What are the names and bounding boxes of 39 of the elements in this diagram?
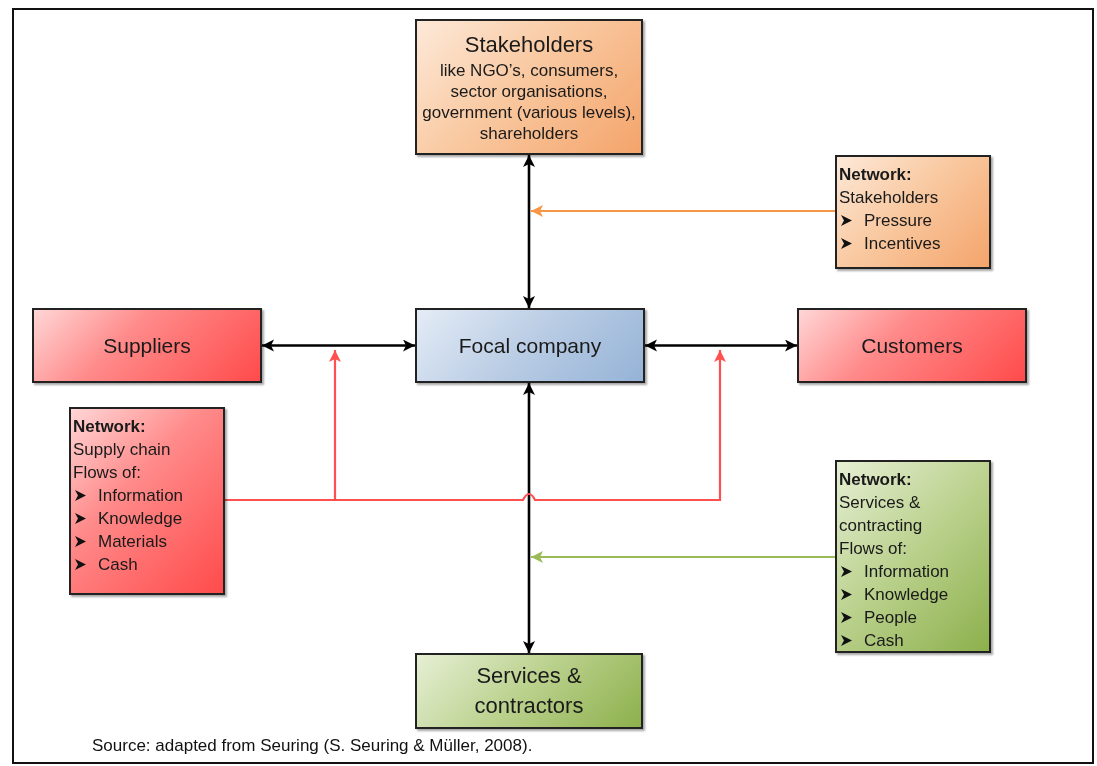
network-heading: Network:	[839, 469, 913, 491]
actor-box	[32, 308, 262, 383]
network-description: Flows of:	[839, 538, 909, 560]
list-item: Materials	[98, 531, 167, 553]
list-item: Pressure	[864, 210, 933, 232]
arrow	[523, 383, 535, 653]
arrow	[645, 339, 797, 352]
box-title: Services & contractors	[473, 662, 585, 720]
arrow	[523, 155, 535, 308]
arrow	[531, 551, 835, 563]
box-description: like NGO’s, consumers, sector organisations, government (various levels), shareholders	[421, 60, 637, 144]
list-item: Knowledge	[98, 508, 183, 530]
actor-box	[415, 653, 643, 729]
network-description: Flows of:	[73, 462, 143, 484]
source-caption: Source: adapted from Seuring (S. Seuring & Müller, 2008).	[92, 736, 533, 756]
list-item: Information	[98, 485, 184, 507]
list-item: Knowledge	[864, 584, 949, 606]
arrow	[262, 339, 415, 352]
list-item: Cash	[864, 630, 904, 652]
focal-company-box	[415, 308, 645, 383]
network-box	[69, 407, 225, 595]
network-description: Stakeholders	[839, 187, 940, 209]
list-item: Information	[864, 561, 950, 583]
list-item: People	[864, 607, 917, 629]
network-box	[835, 155, 991, 269]
arrow	[531, 205, 835, 217]
network-description: Services & contracting	[839, 492, 924, 537]
actor-box	[797, 308, 1027, 383]
box-title: Focal company	[458, 333, 602, 359]
box-title: Customers	[861, 333, 963, 359]
network-heading: Network:	[73, 416, 147, 438]
network-heading: Network:	[839, 164, 913, 186]
box-title: Stakeholders	[464, 31, 594, 59]
list-item: Incentives	[864, 233, 941, 255]
stakeholder-box	[415, 19, 643, 155]
network-description: Supply chain	[73, 439, 172, 461]
network-box	[835, 460, 991, 653]
list-item: Cash	[98, 554, 138, 576]
box-title: Suppliers	[103, 333, 191, 359]
